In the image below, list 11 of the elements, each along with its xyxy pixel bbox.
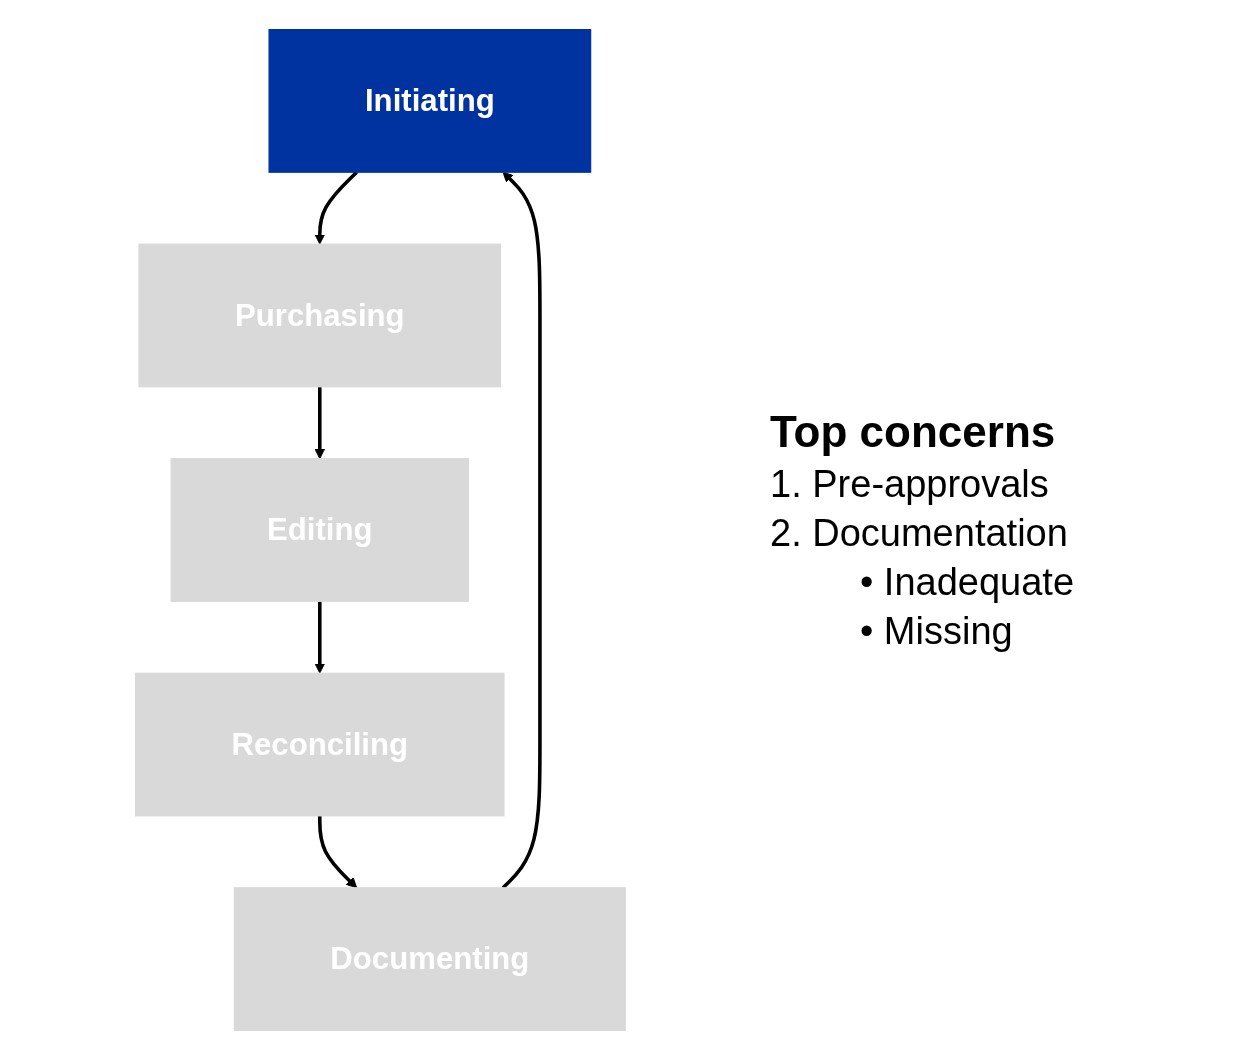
list-item: 1. Pre-approvals xyxy=(770,462,1050,506)
node-box: Initiating xyxy=(268,28,591,173)
arrow xyxy=(501,171,542,889)
arrow xyxy=(314,600,325,674)
arrow xyxy=(317,815,357,888)
list-item: 2. Documentation xyxy=(770,511,1069,555)
list-item: • Missing xyxy=(859,609,1014,653)
arrow xyxy=(314,170,358,245)
heading: Top concerns xyxy=(770,406,1057,457)
arrow xyxy=(314,386,325,459)
list-item: • Inadequate xyxy=(859,560,1076,604)
